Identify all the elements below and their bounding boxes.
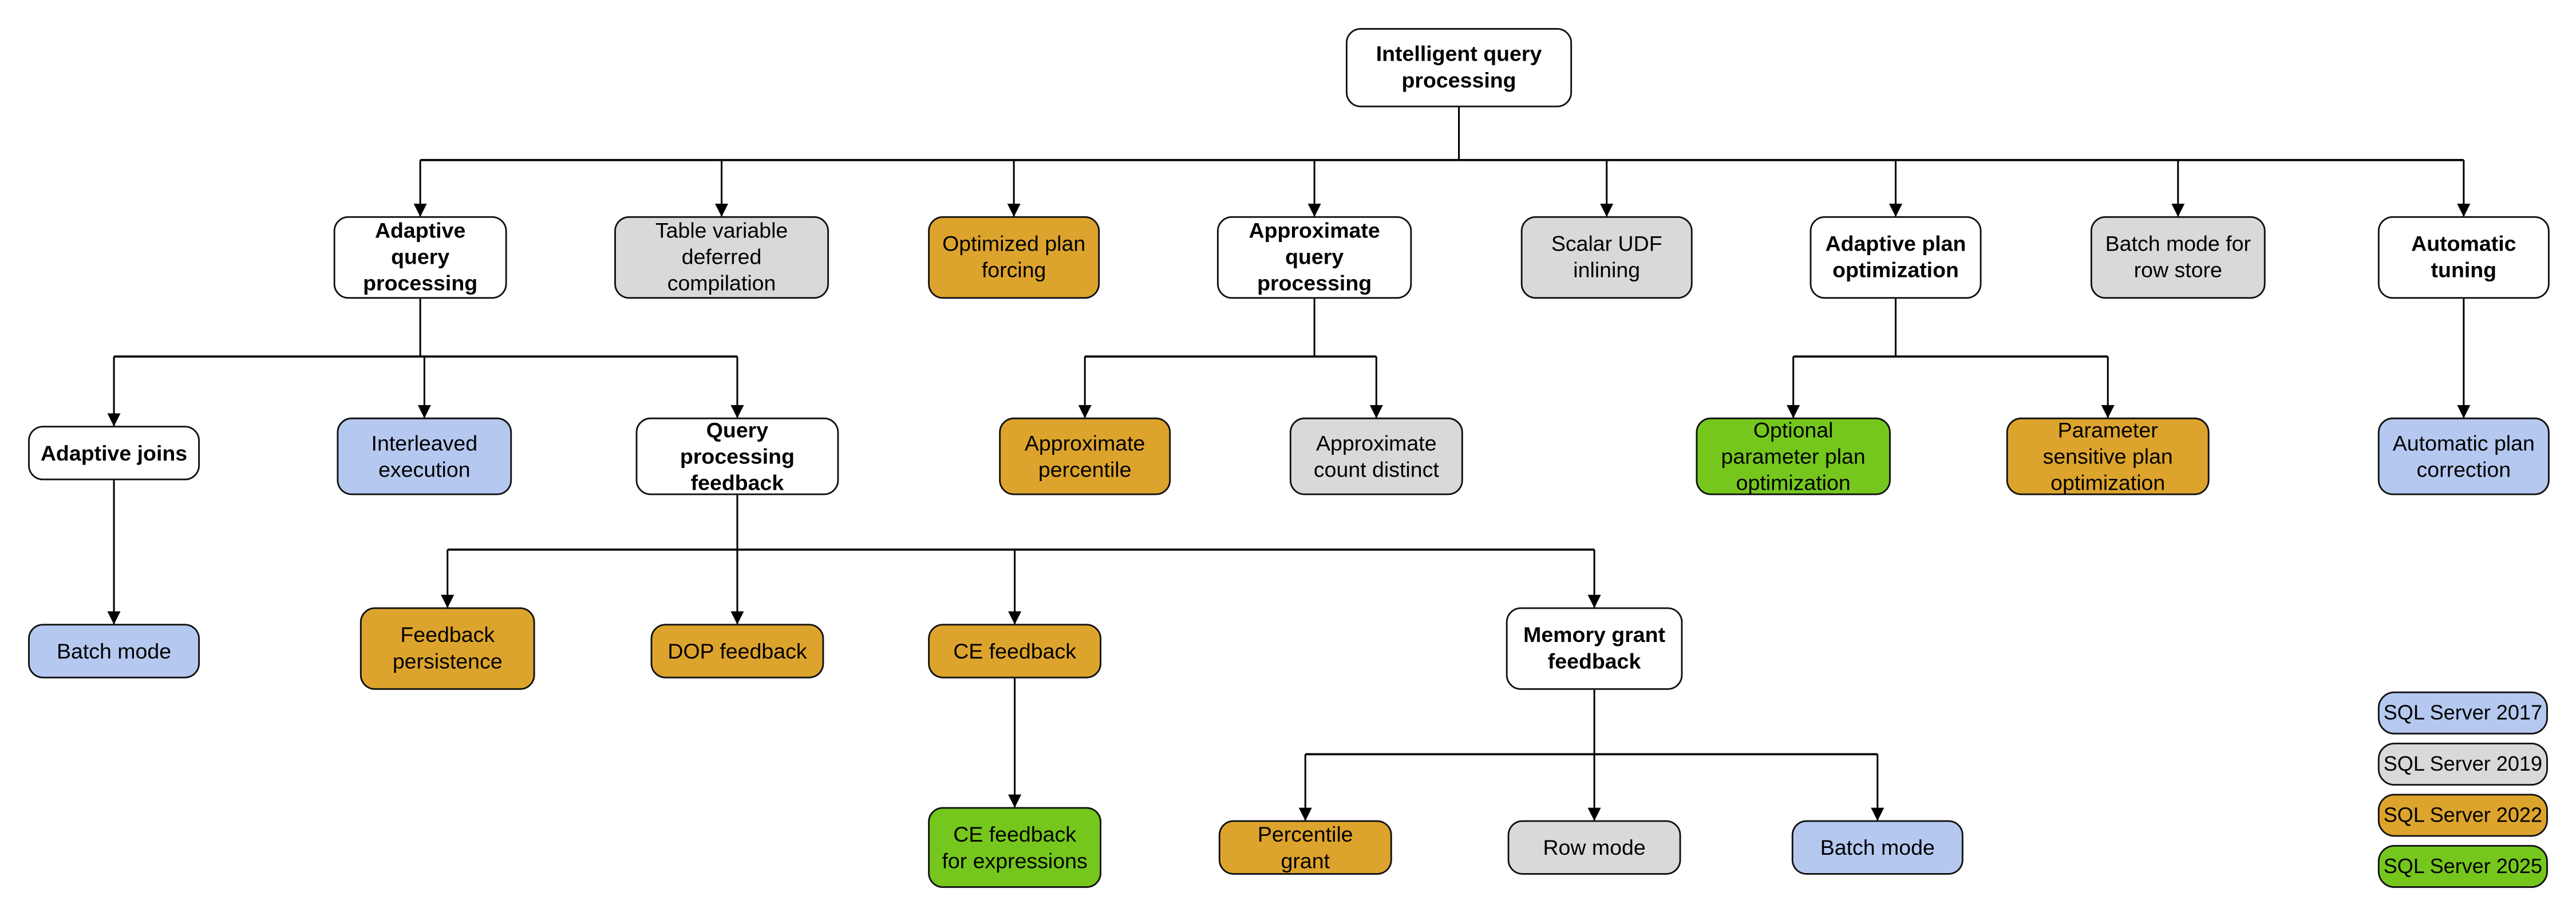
node-ce-feedback-for-expressions: CE feedback for expressions: [928, 807, 1102, 888]
node-label: Intelligent query processing: [1376, 41, 1542, 93]
node-label: Row mode: [1543, 834, 1646, 859]
node-approximate-query-processing: Approximate query processing: [1216, 216, 1412, 299]
node-label: Memory grant feedback: [1523, 622, 1666, 673]
node-interleaved-execution: Interleaved execution: [337, 417, 512, 495]
node-label: Percentile grant: [1257, 821, 1353, 873]
node-label: Automatic plan correction: [2392, 430, 2535, 481]
node-label: Table variable deferred compilation: [655, 217, 788, 296]
node-optional-parameter-plan-optimization: Optional parameter plan optimization: [1696, 417, 1891, 495]
legend-item-sql-server-2017: SQL Server 2017: [2377, 691, 2548, 735]
node-dop-feedback: DOP feedback: [650, 624, 824, 679]
node-batch-mode-2: Batch mode: [1791, 820, 1963, 875]
node-label: Approximate query processing: [1249, 217, 1380, 296]
legend-label: SQL Server 2019: [2383, 752, 2543, 776]
node-batch-mode: Batch mode: [28, 624, 200, 679]
node-label: Parameter sensitive plan optimization: [2042, 417, 2173, 494]
node-adaptive-plan-optimization: Adaptive plan optimization: [1809, 216, 1982, 299]
node-adaptive-query-processing: Adaptive query processing: [333, 216, 507, 299]
legend-label: SQL Server 2022: [2383, 803, 2543, 827]
node-label: Feedback persistence: [392, 622, 503, 673]
node-label: Approximate count distinct: [1313, 430, 1439, 481]
node-percentile-grant: Percentile grant: [1218, 820, 1392, 875]
legend-item-sql-server-2025: SQL Server 2025: [2377, 844, 2548, 888]
node-adaptive-joins: Adaptive joins: [28, 426, 200, 481]
node-label: Batch mode for row store: [2105, 231, 2251, 283]
legend-item-sql-server-2022: SQL Server 2022: [2377, 794, 2548, 837]
node-label: Adaptive plan optimization: [1825, 231, 1966, 283]
legend-label: SQL Server 2025: [2383, 855, 2543, 878]
node-label: Automatic tuning: [2411, 231, 2516, 283]
node-label: Adaptive query processing: [363, 217, 478, 296]
node-parameter-sensitive-plan-optimization: Parameter sensitive plan optimization: [2006, 417, 2210, 495]
legend-label: SQL Server 2017: [2383, 701, 2543, 725]
node-label: CE feedback: [953, 637, 1076, 663]
node-approximate-percentile: Approximate percentile: [999, 417, 1171, 495]
node-label: CE feedback for expressions: [942, 821, 1088, 873]
node-label: Interleaved execution: [371, 430, 478, 481]
node-automatic-tuning: Automatic tuning: [2377, 216, 2550, 299]
node-batch-mode-for-row-store: Batch mode for row store: [2090, 216, 2266, 299]
node-label: Optimized plan forcing: [942, 231, 1086, 283]
node-table-variable-deferred-compilation: Table variable deferred compilation: [614, 216, 829, 299]
node-automatic-plan-correction: Automatic plan correction: [2377, 417, 2550, 495]
node-label: Approximate percentile: [1024, 430, 1145, 481]
node-label: Scalar UDF inlining: [1551, 231, 1662, 283]
node-scalar-udf-inlining: Scalar UDF inlining: [1520, 216, 1693, 299]
node-feedback-persistence: Feedback persistence: [359, 607, 535, 690]
node-memory-grant-feedback: Memory grant feedback: [1506, 607, 1683, 690]
node-label: Query processing feedback: [679, 417, 795, 494]
node-label: Optional parameter plan optimization: [1721, 417, 1866, 494]
node-label: Batch mode: [1820, 834, 1935, 859]
node-label: DOP feedback: [667, 637, 807, 663]
node-label: Batch mode: [56, 637, 172, 663]
legend-item-sql-server-2019: SQL Server 2019: [2377, 743, 2548, 786]
node-optimized-plan-forcing: Optimized plan forcing: [928, 216, 1100, 299]
node-row-mode: Row mode: [1507, 820, 1681, 875]
node-query-processing-feedback: Query processing feedback: [635, 417, 839, 495]
node-ce-feedback: CE feedback: [928, 624, 1102, 679]
node-label: Adaptive joins: [40, 439, 188, 465]
node-approximate-count-distinct: Approximate count distinct: [1289, 417, 1463, 495]
node-intelligent-query-processing: Intelligent query processing: [1345, 28, 1573, 108]
